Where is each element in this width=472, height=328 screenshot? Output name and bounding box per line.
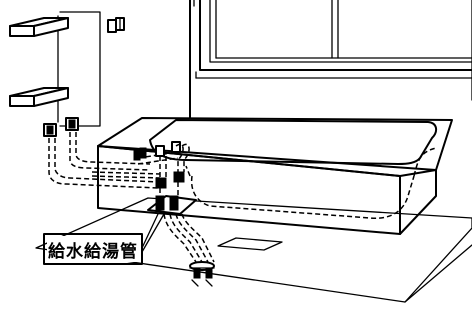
supply-pipes <box>48 132 161 189</box>
floor-opening <box>147 195 197 215</box>
window <box>193 0 472 79</box>
pipe-label: 給水給湯管 <box>47 236 139 262</box>
wall-fitting-top <box>107 17 125 33</box>
tub-hidden-edges <box>185 147 437 219</box>
back-wall <box>189 0 472 119</box>
label-callout <box>43 213 165 265</box>
upper-shelf <box>9 17 69 37</box>
drain-plate <box>217 237 283 251</box>
wall-valve-left <box>43 123 57 137</box>
tub-fittings <box>133 141 190 196</box>
wall-panel <box>57 11 101 127</box>
bathtub <box>97 117 453 235</box>
floor <box>35 197 472 303</box>
floor-pipes <box>163 213 215 287</box>
wall-valve-right <box>65 117 79 131</box>
lower-shelf <box>9 87 69 107</box>
